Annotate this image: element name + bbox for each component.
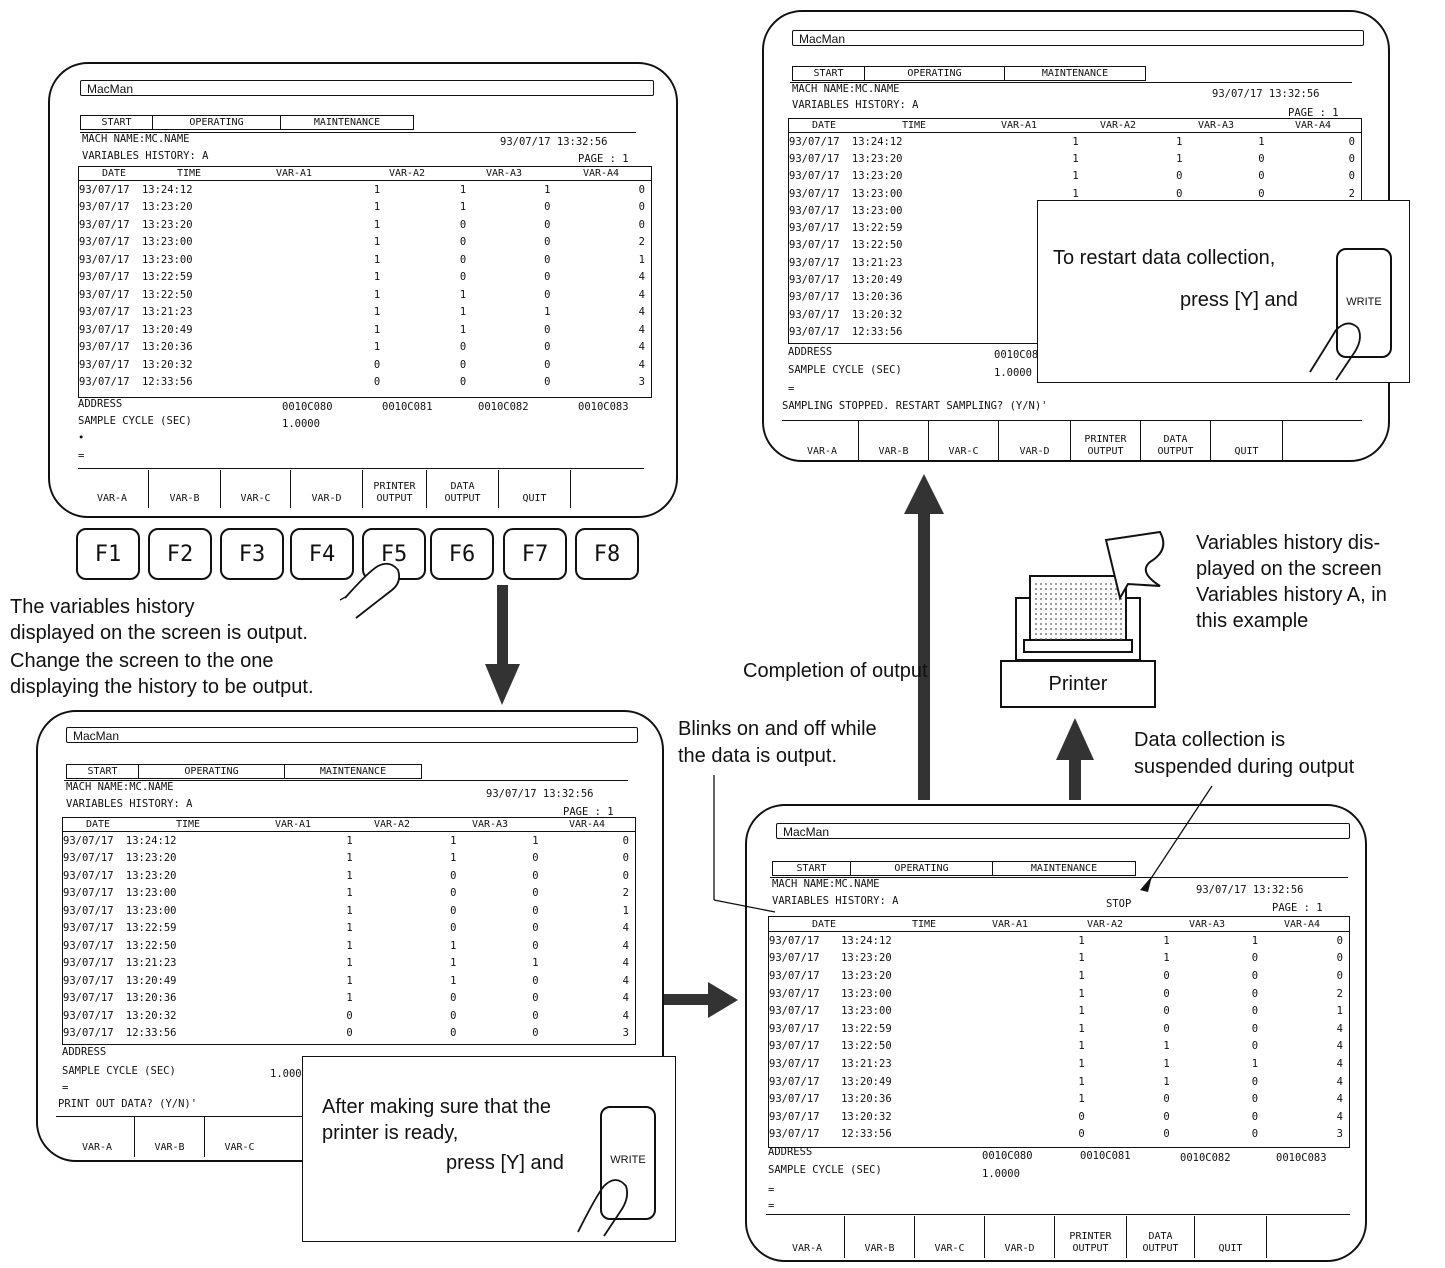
suspended-note-1: Data collection is bbox=[1134, 727, 1285, 753]
finger-f5 bbox=[345, 564, 399, 618]
right-arrow-head bbox=[708, 982, 738, 1018]
blinks-note-2: the data is output. bbox=[678, 743, 837, 769]
output-note-1: The variables history bbox=[10, 594, 195, 620]
suspended-note-2: suspended during output bbox=[1134, 754, 1354, 780]
down-arrow-head bbox=[485, 664, 520, 705]
history-note-4: this example bbox=[1196, 608, 1308, 634]
printer-arrow-shaft bbox=[1069, 755, 1081, 800]
output-note-2: displayed on the screen is output. bbox=[10, 620, 308, 646]
blinks-note-1: Blinks on and off while bbox=[678, 716, 877, 742]
up-arrow-shaft bbox=[918, 510, 930, 800]
finger-write-top bbox=[1310, 323, 1360, 380]
blinks-leader-2 bbox=[714, 900, 775, 912]
history-note-1: Variables history dis- bbox=[1196, 530, 1380, 556]
history-note-2: played on the screen bbox=[1196, 556, 1382, 582]
finger-write-bottom bbox=[578, 1180, 627, 1236]
up-arrow-head bbox=[904, 474, 944, 514]
suspend-leader bbox=[1146, 786, 1212, 886]
completion-note: Completion of output bbox=[743, 658, 928, 684]
output-note-4: displaying the history to be output. bbox=[10, 674, 314, 700]
output-note-3: Change the screen to the one bbox=[10, 648, 274, 674]
printer-arrow-head bbox=[1056, 718, 1094, 760]
history-note-3: Variables history A, in bbox=[1196, 582, 1387, 608]
down-arrow-shaft bbox=[497, 585, 508, 670]
right-arrow-shaft bbox=[664, 994, 712, 1005]
